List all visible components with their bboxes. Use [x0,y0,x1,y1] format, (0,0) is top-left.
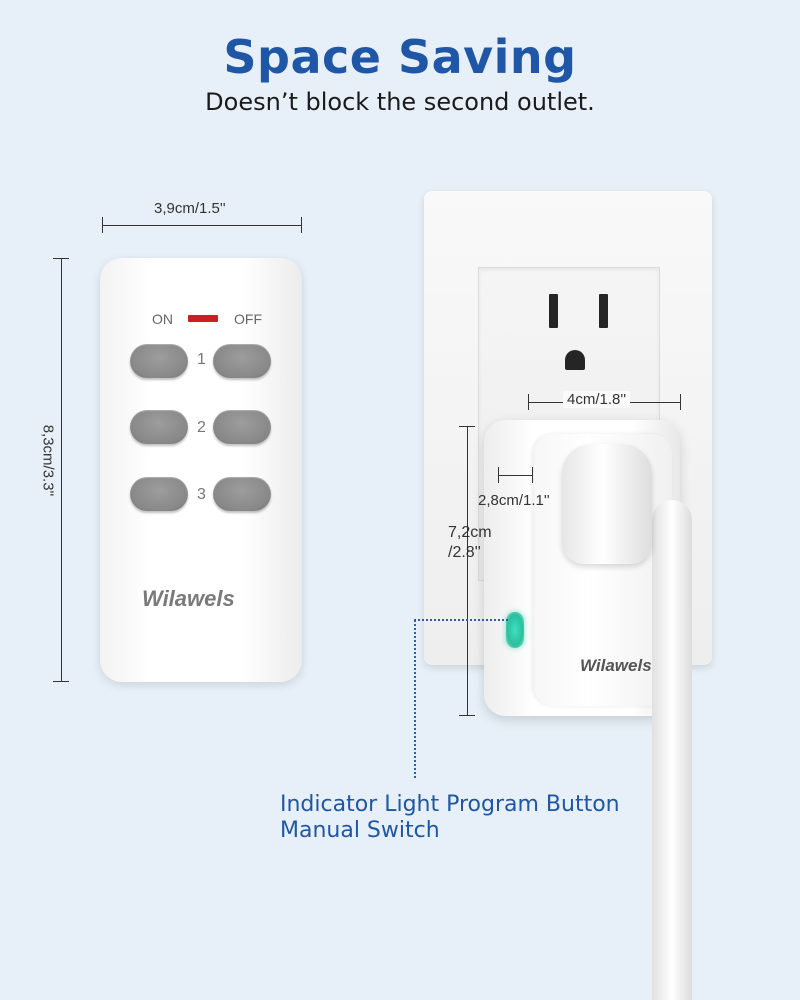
remote-width-dim-tick-right [301,217,302,233]
outlet-slot-right [599,294,608,328]
remote-on-button-1[interactable] [130,344,188,378]
power-cord [652,500,692,1000]
remote-off-button-1[interactable] [213,344,271,378]
outlet-slot-left [549,294,558,328]
plug-width-dim-tick-right [680,394,681,410]
indicator-callout: Indicator Light Program Button Manual Sw… [280,792,620,844]
remote-on-button-3[interactable] [130,477,188,511]
page-subtitle: Doesn’t block the second outlet. [205,88,595,116]
remote-off-button-2[interactable] [213,410,271,444]
remote-led [188,315,218,322]
plug-depth-dim-tick-left [498,467,499,483]
plug-height-dim-label-2: /2.8'' [448,544,481,561]
remote-width-dim-tick-left [102,217,103,233]
callout-leader-vertical [414,620,416,778]
callout-line-2: Manual Switch [280,818,440,843]
remote-height-dim-tick-bottom [53,681,69,682]
plug-width-dim-label: 4cm/1.8'' [563,391,631,408]
remote-off-label: OFF [234,311,262,327]
remote-height-dim-line [61,258,62,682]
plug-width-dim-tick-left [528,394,529,410]
plug-depth-dim-label: 2,8cm/1.1'' [478,492,550,509]
outlet-ground-hole [565,350,585,370]
callout-line-1: Indicator Light Program Button [280,792,620,817]
remote-row-label-3: 3 [197,486,206,503]
plug-height-dim-label-1: 7,2cm [448,524,492,541]
plug-cord-head [562,444,652,564]
plug-height-dim-tick-bottom [459,715,475,716]
remote-row-label-1: 1 [197,351,206,368]
plug-height-dim-tick-top [459,426,475,427]
plug-depth-dim-line [498,475,532,476]
plug-depth-dim-tick-right [532,467,533,483]
remote-row-label-2: 2 [197,419,206,436]
remote-control: ON OFF 1 2 3 Wilawels [100,258,302,682]
plug-brand-logo: Wilawels [580,656,652,675]
remote-on-label: ON [152,311,173,327]
indicator-light-button[interactable] [506,612,524,648]
remote-width-dim-line [102,225,302,226]
remote-width-dim-label: 3,9cm/1.5'' [154,200,226,217]
callout-leader-horizontal [414,619,508,621]
remote-brand-logo: Wilawels [142,586,235,611]
remote-height-dim-tick-top [53,258,69,259]
remote-height-dim-label: 8,3cm/3.3'' [39,424,57,497]
plug-height-dim-line [467,426,468,716]
remote-off-button-3[interactable] [213,477,271,511]
page-title: Space Saving [223,30,577,84]
remote-on-button-2[interactable] [130,410,188,444]
